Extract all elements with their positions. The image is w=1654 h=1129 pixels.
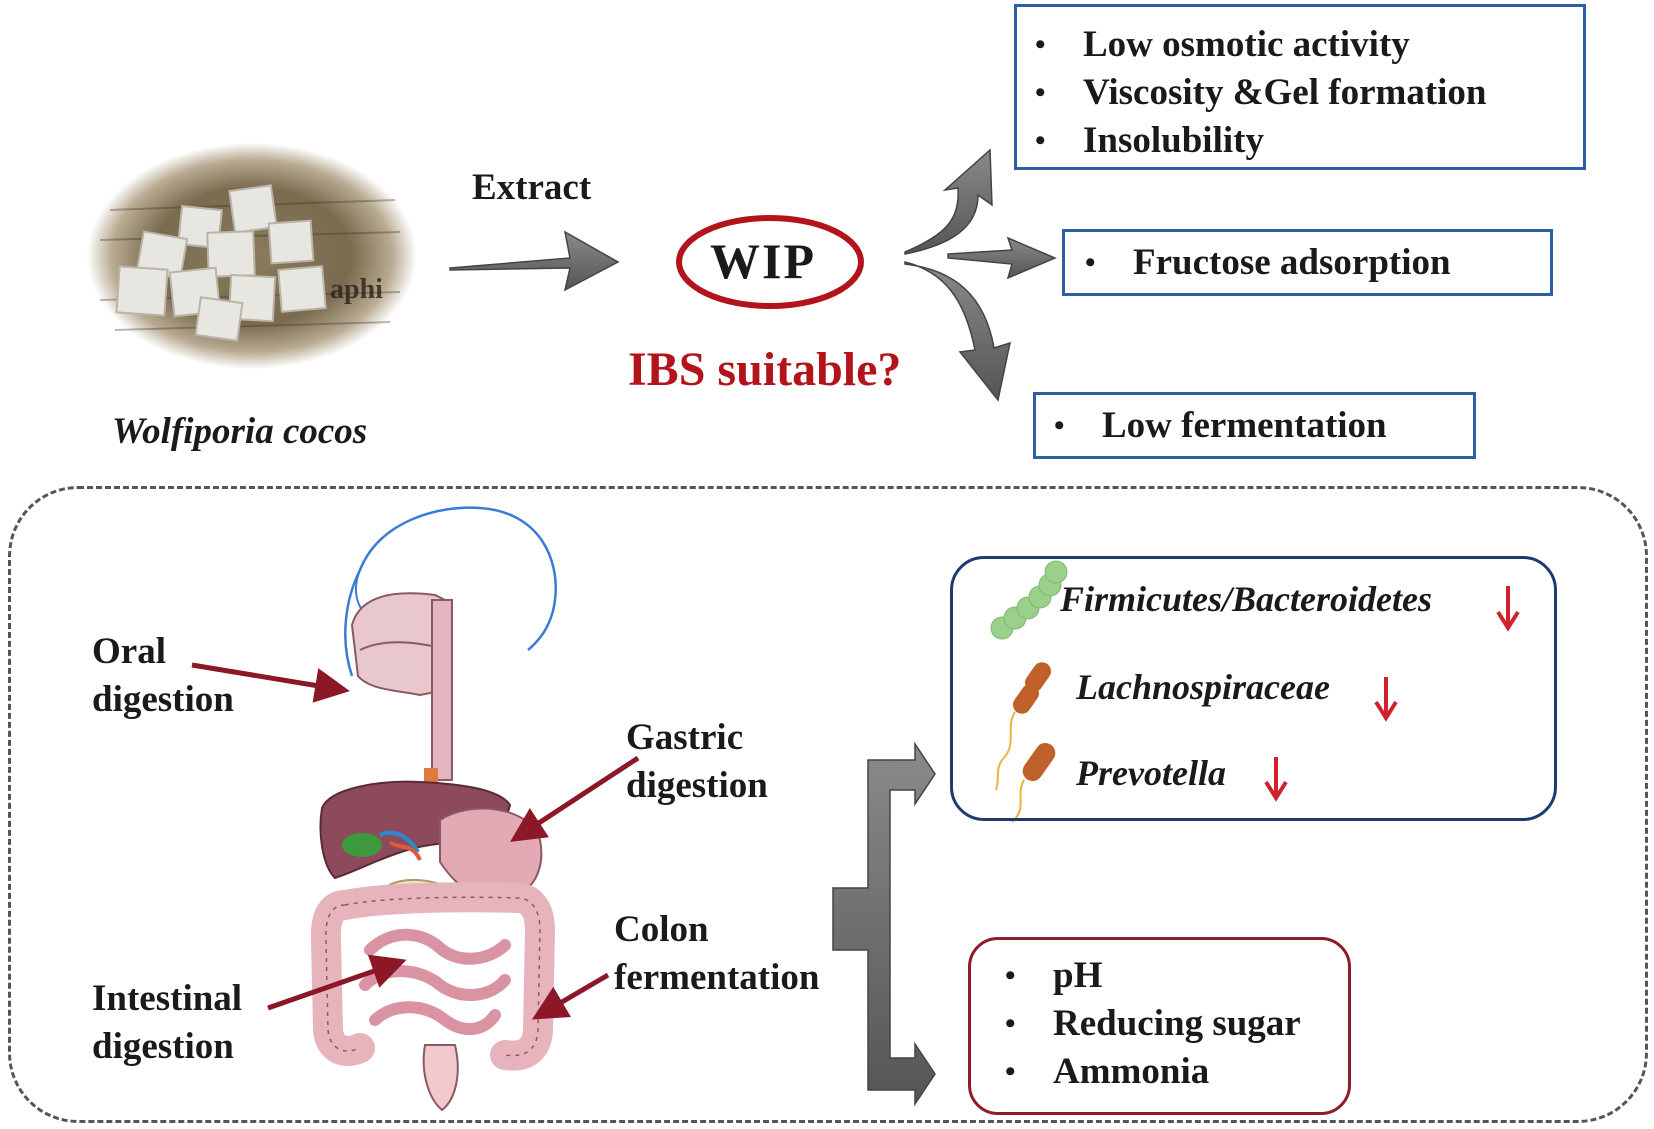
stage-pointer-arrows (191, 662, 640, 1020)
fermentation-box: •Low fermentation (1033, 392, 1476, 459)
property-item: •Low osmotic activity (1035, 24, 1410, 65)
adsorption-box: •Fructose adsorption (1062, 229, 1553, 296)
wip-label: WIP (710, 233, 816, 289)
svg-text:aphi: aphi (330, 274, 383, 305)
bacteria-icons (990, 560, 1068, 823)
physical-properties-box: •Low osmotic activity •Viscosity &Gel fo… (1014, 4, 1586, 170)
metabolite-item: •Ammonia (1005, 1051, 1210, 1092)
digestion-panel-frame (8, 486, 1648, 1123)
extract-label: Extract (472, 167, 592, 208)
property-item: •Viscosity &Gel formation (1035, 72, 1487, 113)
microbiota-item: Firmicutes/Bacteroidetes (1060, 579, 1432, 619)
poria-cubes-photo: aphi (87, 143, 417, 369)
metabolite-item: •Reducing sugar (1005, 1003, 1301, 1044)
result-bracket-arrow (832, 741, 936, 1107)
microbiota-item: Lachnospiraceae (1076, 667, 1330, 707)
microbiota-item: Prevotella (1076, 753, 1226, 793)
source-name: Wolfiporia cocos (112, 411, 368, 452)
property-item: •Fructose adsorption (1085, 242, 1451, 283)
microbiota-box (950, 556, 1557, 821)
extract-arrow (449, 230, 620, 292)
ibs-question: IBS suitable? (628, 343, 902, 396)
metabolites-box: •pH •Reducing sugar •Ammonia (968, 937, 1351, 1115)
property-item: •Low fermentation (1054, 405, 1387, 446)
decrease-arrows (1264, 586, 1520, 802)
wip-ellipse (676, 215, 864, 309)
property-item: •Insolubility (1035, 120, 1264, 161)
digestive-system-illustration (310, 506, 557, 1112)
branch-arrows (904, 148, 1057, 402)
metabolite-item: •pH (1005, 955, 1103, 996)
